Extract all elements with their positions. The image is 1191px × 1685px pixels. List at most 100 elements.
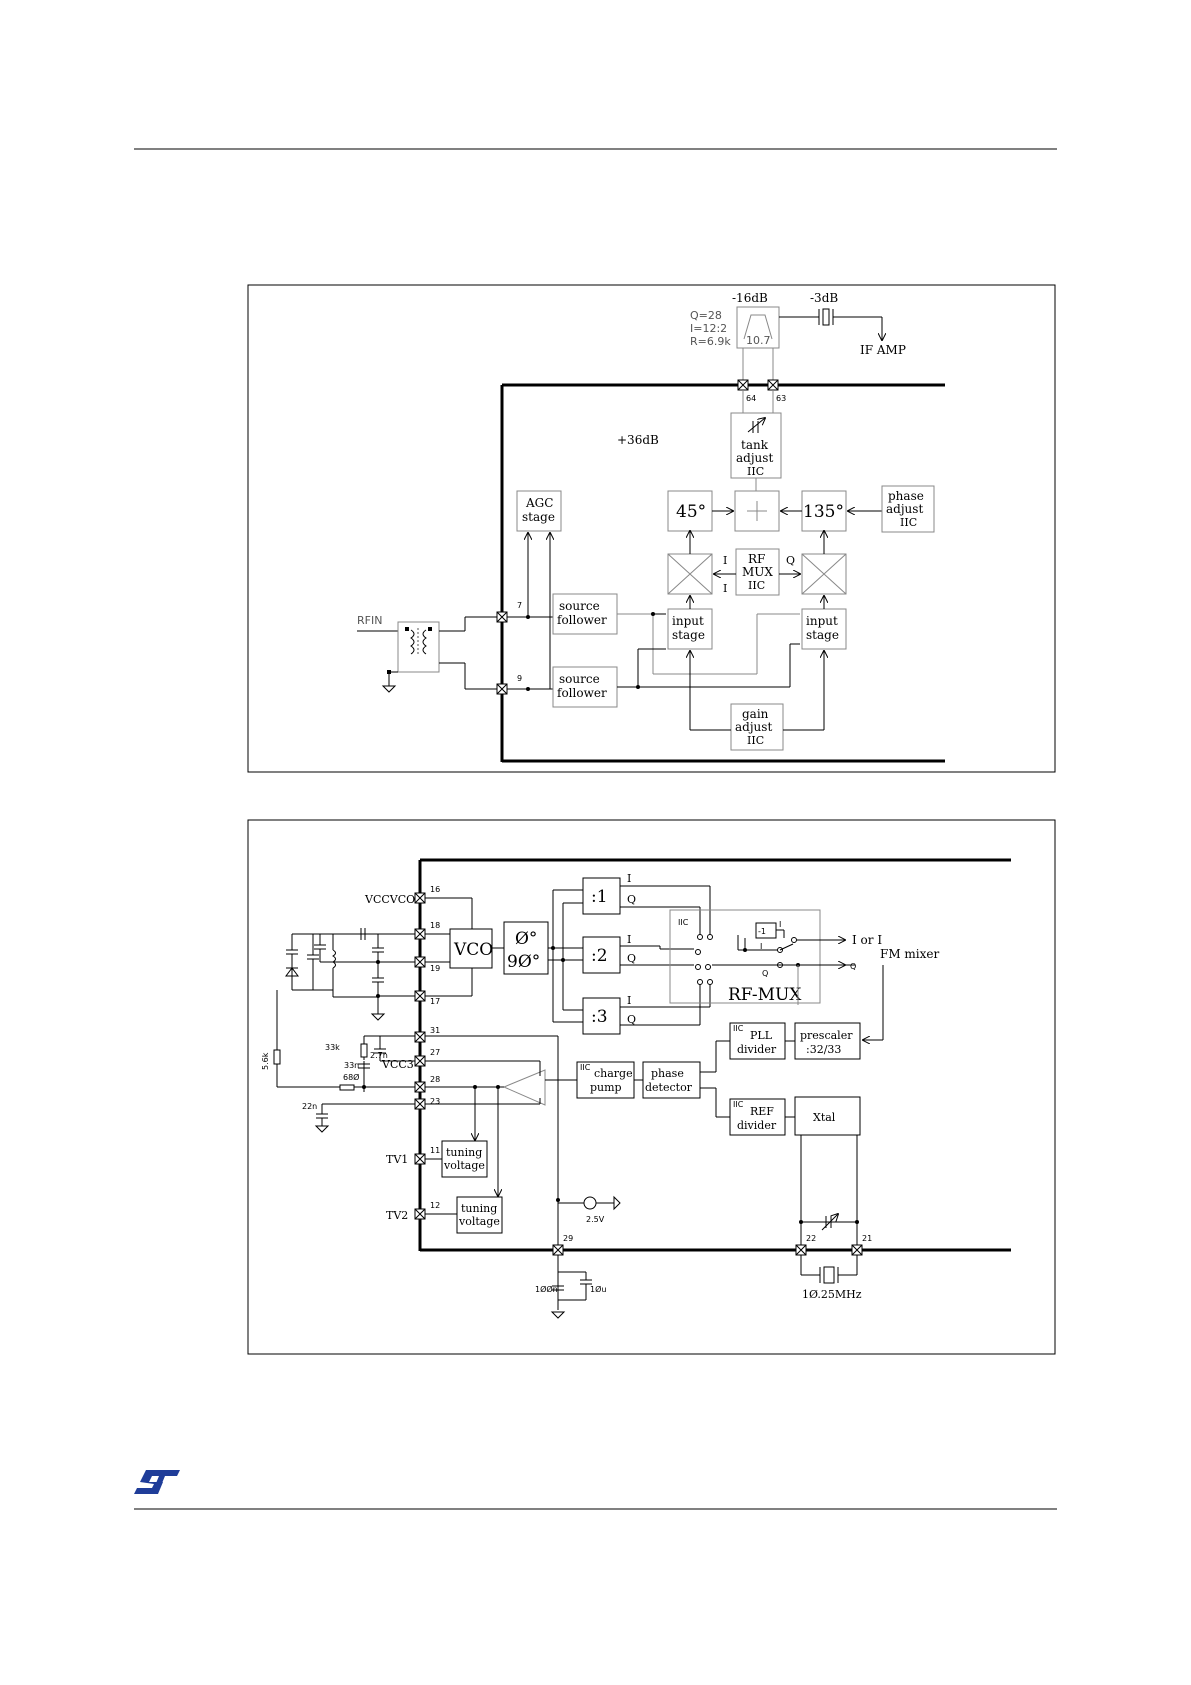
filter-attn-label: -16dB [732,291,768,305]
pin-27-label: 27 [430,1048,440,1057]
pin-64-label: 64 [746,394,756,403]
divider-2-label: :2 [591,946,608,966]
tuning-voltage-2-block [456,1196,503,1234]
output-q-label: Q [850,962,856,971]
div1-q-label: Q [627,893,636,906]
divider-3-label: :3 [591,1007,608,1027]
div3-q-label: Q [627,1013,636,1026]
pin-9-label: 9 [517,674,522,683]
transformer-secondary-icon [422,629,427,655]
vco-block [449,928,493,969]
gain-adjust-label-1: gain [742,707,769,721]
tuning-voltage-2-label-2: voltage [458,1215,500,1228]
mixer-right-icon [801,553,847,595]
agc-stage-block [516,490,562,532]
mux-switch-contacts [695,934,797,985]
source-follower-bottom-label-1: source [559,672,600,686]
divider-1-label: :1 [591,887,608,907]
filter-q-label: Q=28 [690,309,722,322]
input-stage-right-label-1: input [806,614,838,628]
ground-icon [613,1195,621,1211]
phase-90-label: 9Ø° [507,952,540,972]
agc-label-2: stage [522,510,555,524]
charge-pump-label-2: pump [590,1081,622,1094]
r-56k-label: 5.6k [261,1052,270,1070]
c-22n-label: 22n [302,1102,317,1111]
ground-icon [381,685,397,693]
r-68-label: 68Ø [343,1072,359,1082]
prescaler-label-2: :32/33 [806,1043,841,1056]
tv2-label: TV2 [386,1209,408,1222]
pin-23-marker [414,1098,426,1110]
divider-2-block [582,936,621,974]
pin-11-label: 11 [430,1146,440,1155]
pin-22-label: 22 [806,1234,816,1243]
c-27n-label: 2.7n [370,1051,388,1060]
vco-label: VCO [453,940,493,960]
crystal-icon [823,1266,835,1284]
crystal-freq-label: 1Ø.25MHz [802,1288,862,1301]
pin-31-marker [414,1031,426,1043]
pin-28-label: 28 [430,1075,440,1084]
output-iq-label: I or I [852,933,882,947]
ground-icon [550,1311,566,1319]
ref-divider-label-2: divider [737,1119,777,1132]
pin-21-label: 21 [862,1234,872,1243]
loop-amplifier-icon [502,1069,546,1106]
gain-adjust-block [730,703,784,751]
phase-adjust-label-1: phase [888,489,924,503]
source-follower-bottom-label-2: follower [557,686,607,700]
ground-icon [370,1013,386,1021]
phase-45-label: 45° [676,502,706,522]
gain-adjust-label-3: IIC [747,734,764,747]
tv1-label: TV1 [386,1153,408,1166]
fm-mixer-label: FM mixer [880,947,940,961]
pin-9-marker [496,683,508,695]
bandpass-shape-icon [743,314,773,340]
pin-11-marker [414,1153,426,1165]
phase-detector-label-2: detector [645,1081,693,1094]
c-100n-label: 1ØØn [535,1284,558,1294]
rf-mux-region [669,909,821,1004]
source-follower-top-block [552,593,618,635]
ceramic-filter-box [736,306,780,349]
phase-adjust-label-3: IIC [900,516,917,529]
mux-q-label: Q [762,969,768,978]
xtal-label: Xtal [813,1111,836,1124]
filter-r-label: R=6.9k [690,335,731,348]
mixer-left-icon [667,553,713,595]
rf-mux-label: RF-MUX [728,985,802,1005]
filter-freq-label: 10.7 [746,334,771,347]
ref-divider-label-1: REF [750,1105,774,1118]
inverter-label: -1 [758,927,766,936]
pin-21-marker [851,1244,863,1256]
divider-1-block [582,877,621,915]
input-stage-left-label-2: stage [672,628,705,642]
coupling-attn-label: -3dB [810,291,838,305]
pin-17-label: 17 [430,997,440,1006]
ref-iic-label: IIC [733,1100,744,1109]
pin-7-marker [496,611,508,623]
tank-adjust-label-2: adjust [736,451,773,465]
figure-1-frame [247,284,1056,773]
input-stage-left-label-1: input [672,614,704,628]
rf-mux-label-3: IIC [748,579,765,592]
inv-in-i-label: I [760,942,762,951]
tank-adjust-label-3: IIC [747,465,764,478]
r-33k-label: 33k [325,1043,340,1052]
prescaler-block [794,1022,861,1060]
rf-mux-label-1: RF [748,552,765,566]
phase-135-label: 135° [803,502,844,522]
pin-63-label: 63 [776,394,786,403]
trim-capacitor-icon [821,1214,838,1231]
coupling-capacitor-icon [822,308,830,326]
ref-2v5-label: 2.5V [586,1215,605,1224]
prescaler-label-1: prescaler [800,1029,853,1042]
i-label-top: I [723,554,727,567]
pin-18-marker [414,928,426,940]
phase-detector-block [642,1061,701,1099]
pin-31-label: 31 [430,1026,440,1035]
pin-16-marker [414,892,426,904]
figure-1-if-filter-diagram: +36dB -16dB Q=28 I=12:2 R=6.9k 10.7 -3dB… [247,284,1056,773]
figure-2-pll-diagram: VCCVCO VCC3 TV1 TV2 16 18 19 17 31 27 28… [247,819,1056,1355]
